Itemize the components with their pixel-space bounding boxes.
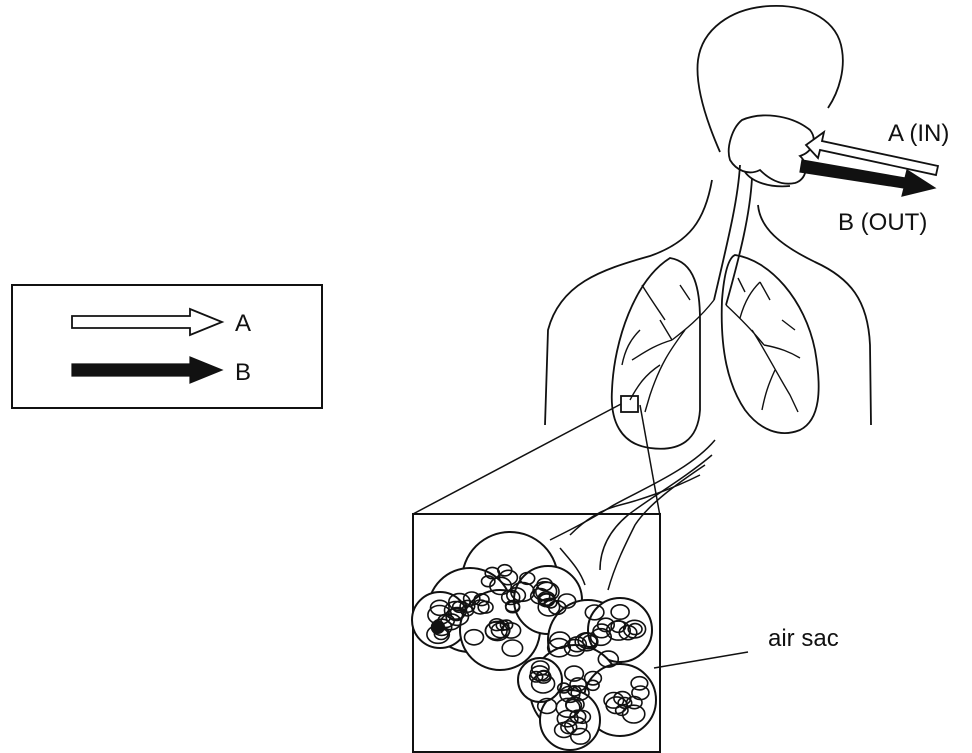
air-sac-label: air sac xyxy=(768,625,839,652)
legend: A B xyxy=(12,285,322,408)
legend-label-b: B xyxy=(235,359,251,386)
head-outline xyxy=(698,6,843,152)
zoom-line-left xyxy=(413,404,621,514)
outflow-label: B (OUT) xyxy=(838,209,927,236)
air-sac-inset xyxy=(412,440,715,752)
air-sac-leader-line xyxy=(654,652,748,668)
zoom-indicator xyxy=(413,396,660,516)
trachea xyxy=(714,165,752,305)
legend-frame xyxy=(12,285,322,408)
inflow-label: A (IN) xyxy=(888,120,949,147)
body-silhouette xyxy=(545,6,871,425)
right-shoulder-outline xyxy=(758,205,871,425)
zoom-source-square xyxy=(621,396,638,412)
right-lung xyxy=(722,255,819,433)
capillary-dot xyxy=(431,620,445,634)
nasal-cavity xyxy=(729,115,814,183)
right-bronchial-tree xyxy=(726,278,800,412)
legend-label-a: A xyxy=(235,310,251,337)
left-shoulder-outline xyxy=(545,180,712,425)
